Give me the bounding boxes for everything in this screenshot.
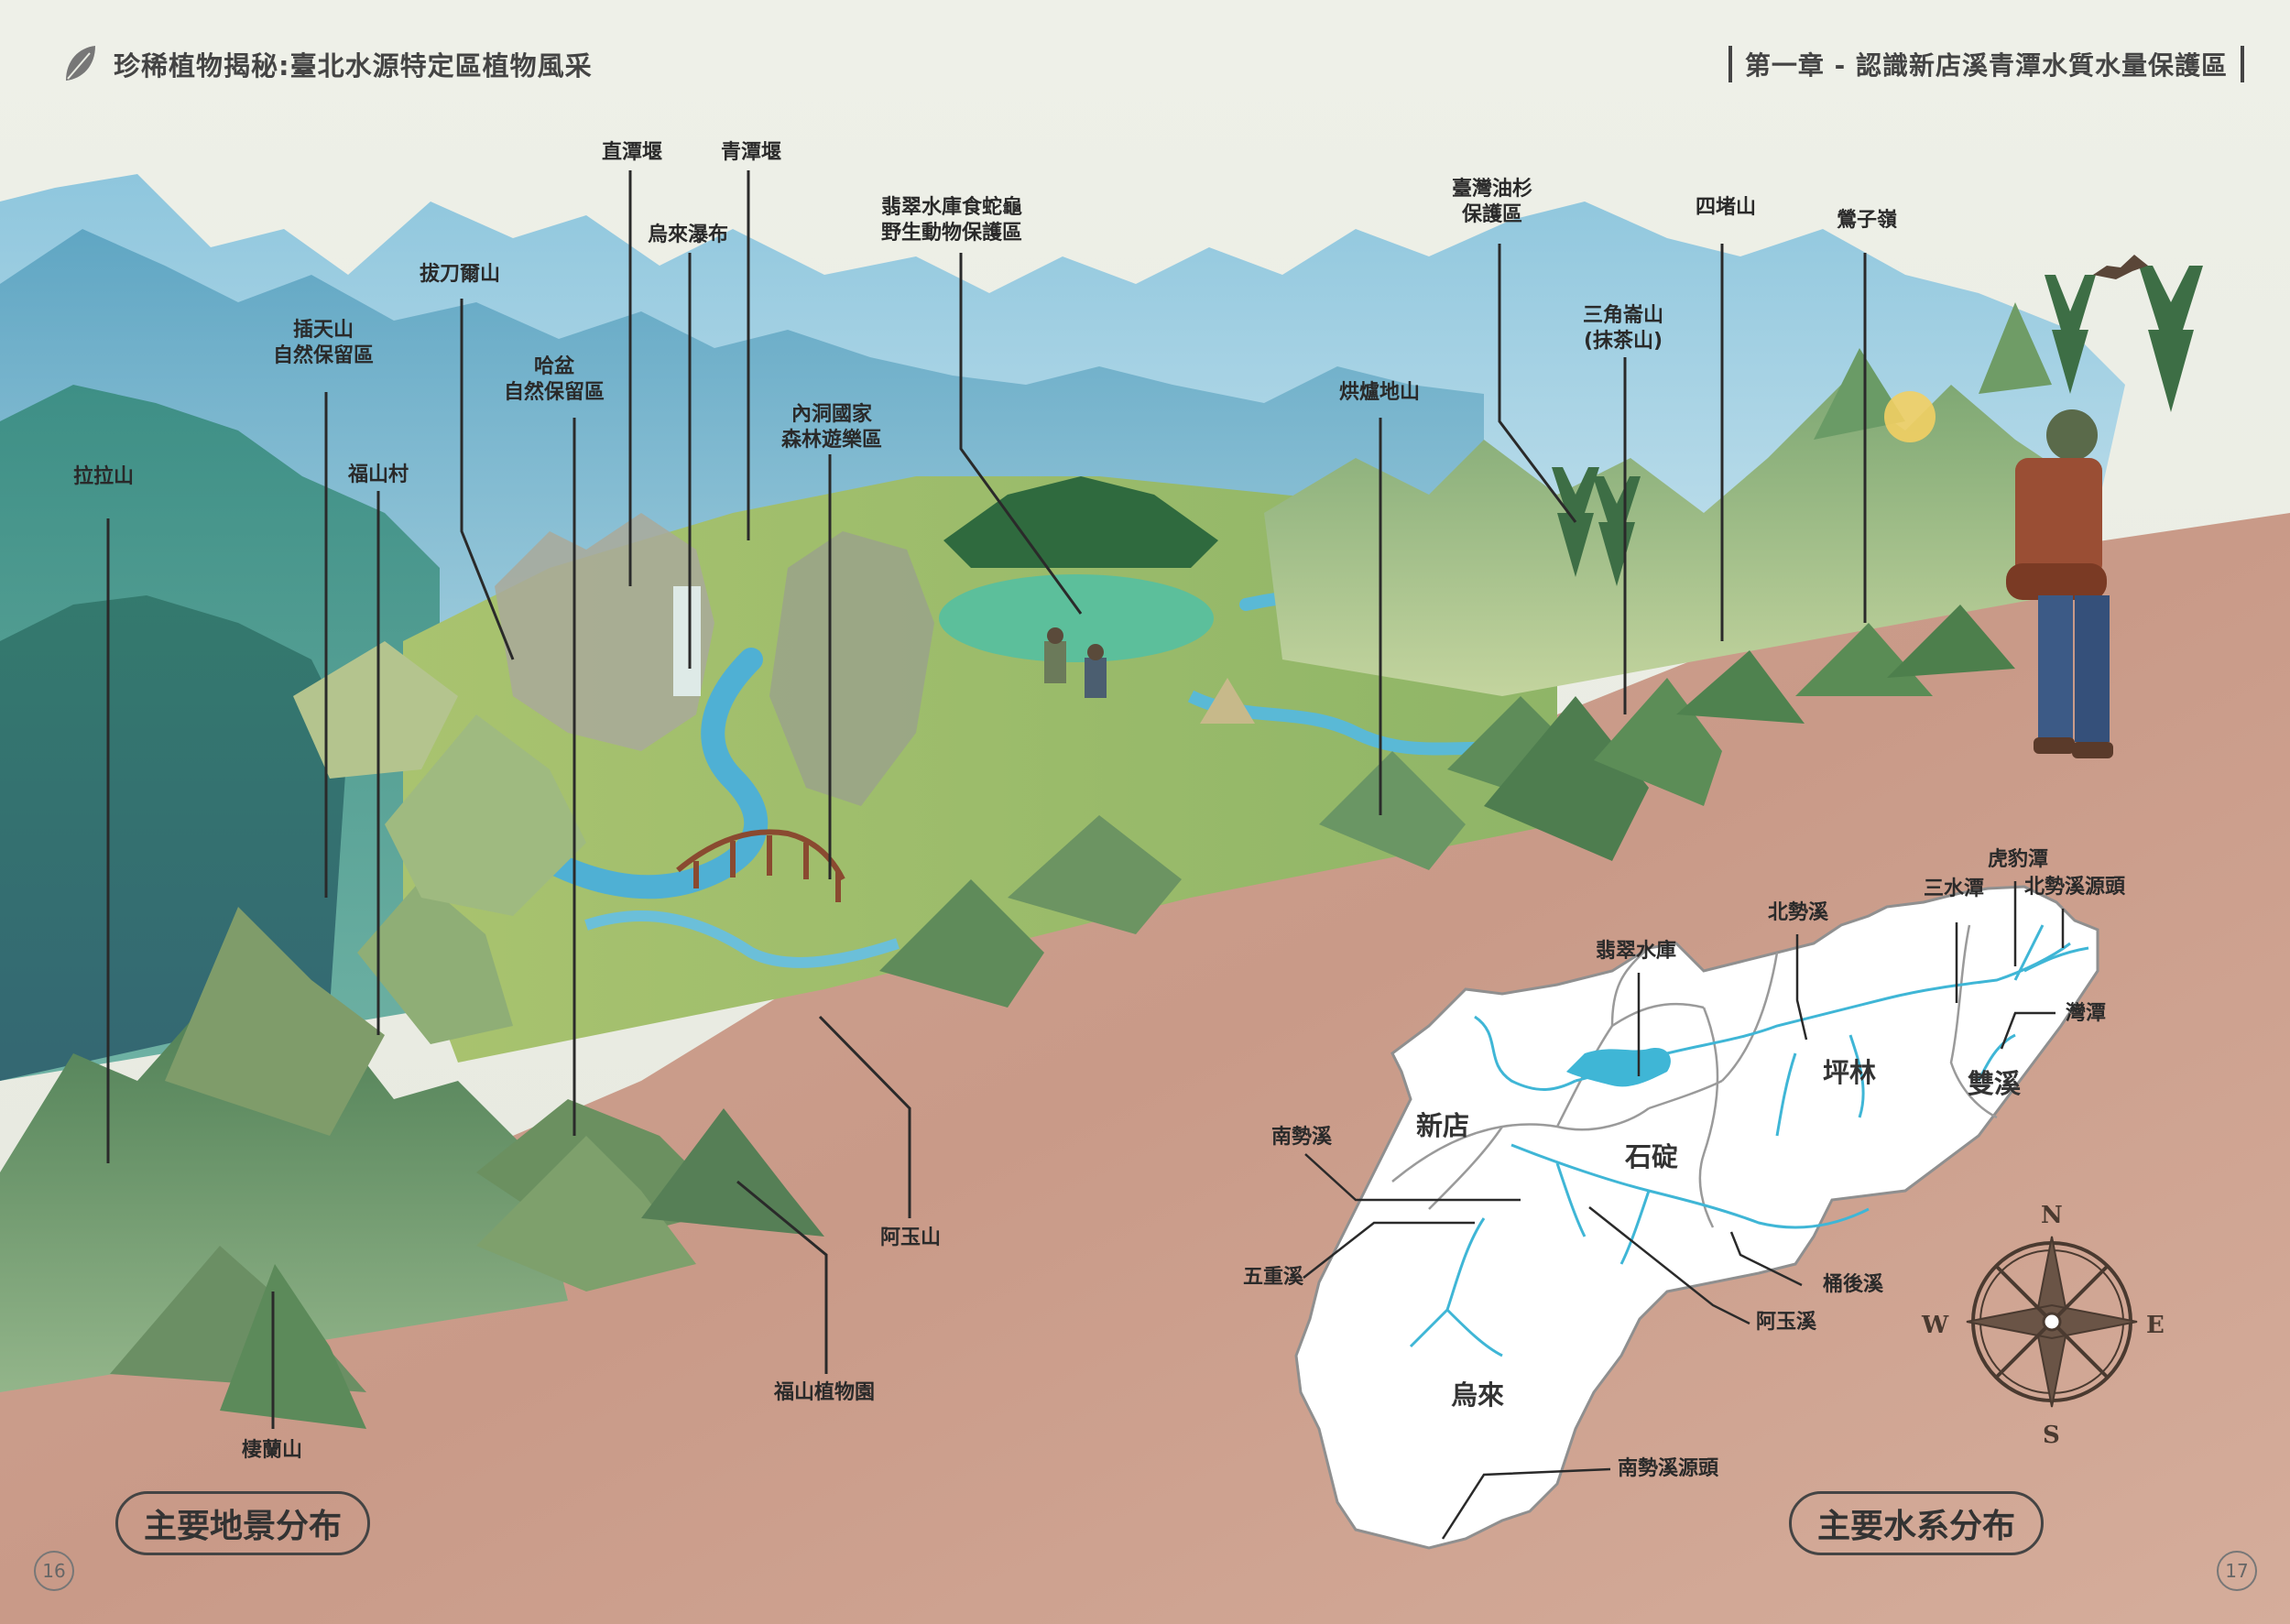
- basin-outline: [1294, 885, 2099, 1550]
- label-fushan-garden: 福山植物園: [774, 1381, 876, 1404]
- label-sidu: 四堵山: [1696, 196, 1757, 219]
- water-label-tonghou: 桶後溪: [1823, 1273, 1884, 1296]
- water-label-wantan: 灣潭: [2066, 1002, 2107, 1025]
- label-neidong: 內洞國家森林遊樂區: [781, 403, 883, 452]
- compass-e: E: [2146, 1312, 2165, 1339]
- compass-w: W: [1922, 1312, 1949, 1339]
- label-zhitan: 直潭堰: [602, 141, 663, 164]
- label-qingtan: 青潭堰: [721, 141, 782, 164]
- compass-n: N: [2041, 1202, 2063, 1229]
- waterfall: [673, 586, 701, 696]
- label-feicui-turtle: 翡翠水庫食蛇龜野生動物保護區: [881, 196, 1023, 245]
- ground-background: [0, 513, 2290, 1624]
- leaf-icon: [66, 46, 95, 81]
- water-leader-lines: [1303, 881, 2065, 1540]
- district-pinglin: 坪林: [1823, 1057, 1877, 1088]
- district-xindian: 新店: [1416, 1110, 1470, 1141]
- label-wulai-falls: 烏來瀑布: [648, 223, 729, 246]
- label-lala: 拉拉山: [73, 465, 135, 488]
- reservoir-lake: [939, 574, 1214, 662]
- water-label-wuchong: 五重溪: [1243, 1266, 1304, 1289]
- water-label-nanshi-src: 南勢溪源頭: [1618, 1457, 1719, 1480]
- water-label-beishi: 北勢溪: [1768, 901, 1829, 924]
- river-south: [584, 910, 900, 968]
- hikers: [1044, 627, 1107, 698]
- district-shuangxi: 雙溪: [1968, 1068, 2022, 1099]
- compass-rose: [1966, 1236, 2138, 1408]
- right-mountain-cluster: [879, 302, 2107, 1008]
- label-haben: 哈盆自然保留區: [504, 355, 605, 404]
- water-label-ayu-creek: 阿玉溪: [1756, 1311, 1817, 1334]
- label-ayu: 阿玉山: [880, 1226, 942, 1249]
- label-chatian: 插天山自然保留區: [273, 319, 375, 367]
- water-label-beishi-src: 北勢溪源頭: [2024, 876, 2126, 899]
- district-shiding: 石碇: [1625, 1141, 1679, 1172]
- book-header: 珍稀植物揭秘:臺北水源特定區植物風采: [60, 42, 593, 86]
- left-foreground-mountains: [0, 641, 824, 1429]
- label-sanjiao: 三角崙山(抹茶山): [1583, 304, 1664, 353]
- chapter-title: 第一章 - 認識新店溪青潭水質水量保護區: [1728, 46, 2244, 82]
- backpacker: [2006, 409, 2113, 758]
- page-number-left: 16: [34, 1551, 74, 1591]
- water-section-title: 主要水系分布: [1789, 1491, 2045, 1555]
- label-qilan: 棲蘭山: [242, 1439, 303, 1462]
- forest-island: [943, 476, 1218, 568]
- water-label-sanshui: 三水潭: [1924, 877, 1985, 900]
- label-fushan-village: 福山村: [348, 463, 409, 486]
- water-label-feicui: 翡翠水庫: [1596, 940, 1677, 963]
- rocky-cliff: [495, 513, 714, 751]
- label-taiwan-fir: 臺灣油杉保護區: [1452, 178, 1533, 226]
- water-label-nanshi: 南勢溪: [1271, 1126, 1333, 1149]
- water-label-hubao: 虎豹潭: [1988, 848, 2049, 871]
- sun: [1884, 391, 1936, 442]
- tent: [1200, 678, 1255, 724]
- book-title: 珍稀植物揭秘:臺北水源特定區植物風采: [114, 50, 593, 82]
- district-wulai: 烏來: [1451, 1379, 1505, 1411]
- label-yingzi: 鶯子嶺: [1837, 209, 1898, 232]
- bird: [2093, 255, 2148, 279]
- rocky-outcrop: [769, 531, 934, 806]
- landscape-leader-lines: [106, 170, 1867, 1429]
- water-system-map: [1294, 885, 2099, 1550]
- landscape-section-title: 主要地景分布: [115, 1491, 371, 1555]
- label-honglu: 烘爐地山: [1339, 381, 1421, 404]
- page-number-right: 17: [2217, 1551, 2257, 1591]
- reservoir-shape: [1566, 1048, 1671, 1087]
- compass-s: S: [2043, 1422, 2060, 1449]
- wooden-bridge: [676, 829, 845, 902]
- label-badao: 拔刀爾山: [420, 263, 501, 286]
